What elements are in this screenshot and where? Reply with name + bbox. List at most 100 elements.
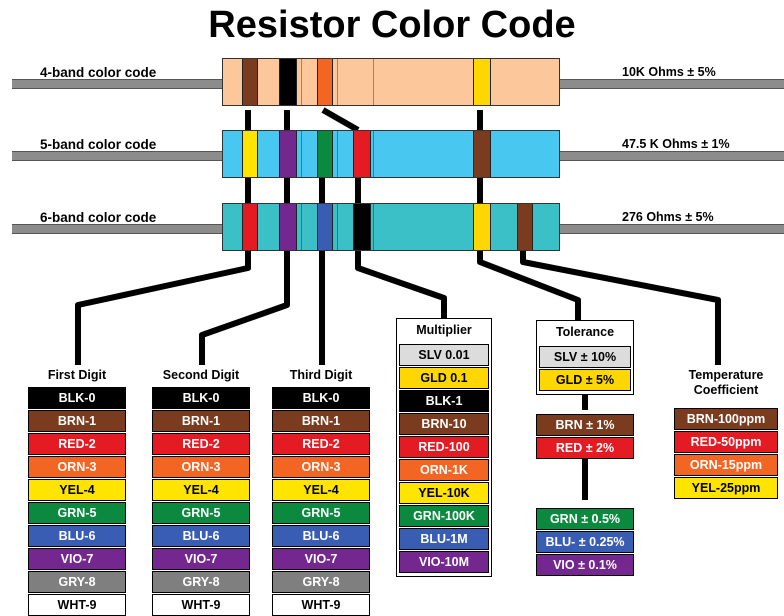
resistor-body [222,130,560,178]
resistor-lead-right [558,224,784,234]
first-digit-cell: GRN-5 [28,502,126,524]
link-mult-a [321,107,360,133]
color-band-gold [473,204,491,250]
first-digit-cell: ORN-3 [28,456,126,478]
first-digit-cell: RED-2 [28,433,126,455]
tolerance-cell: RED ± 2% [536,437,634,459]
resistor-lead-left [12,79,224,89]
resistor-value: 10K Ohms ± 5% [622,65,716,79]
resistor-lead-left [12,151,224,161]
color-band-violet [279,131,297,177]
body-segment-line [301,204,302,250]
color-band-orange [317,59,333,105]
second-digit-cell: BLU-6 [152,525,250,547]
resistor-body [222,58,560,106]
tolerance-cell: GRN ± 0.5% [536,508,634,530]
second-digit-cell: VIO-7 [152,548,250,570]
color-band-red [353,131,371,177]
third-digit-cell: BRN-1 [272,410,370,432]
color-band-blue [317,204,333,250]
resistor-lead-right [558,79,784,89]
third-digit-cell: VIO-7 [272,548,370,570]
column-heading: First Digit [47,368,107,382]
leader-first [75,251,251,365]
tempco-cell: YEL-25ppm [674,477,778,499]
third-digit-cell: BLU-6 [272,525,370,547]
first-digit-cell: BLU-6 [28,525,126,547]
multiplier-cell: BLU-1M [399,528,489,550]
second-digit-cell: ORN-3 [152,456,250,478]
first-digit-cell: GRY-8 [28,571,126,593]
body-segment-line [373,131,374,177]
second-digit-cell: GRN-5 [152,502,250,524]
multiplier-cell: RED-100 [399,436,489,458]
color-band-yellow [242,131,258,177]
color-band-brown [473,131,491,177]
body-segment-line [337,59,338,105]
multiplier-cell: GLD 0.1 [399,367,489,389]
leader-multiplier [355,251,447,318]
first-digit-cell: BRN-1 [28,410,126,432]
second-digit-cell: RED-2 [152,433,250,455]
first-digit-cell: WHT-9 [28,594,126,616]
resistor-label: 4-band color code [40,65,157,80]
column-heading: Second Digit [162,368,240,382]
resistor-label: 6-band color code [40,210,157,225]
leader-tempco [520,251,721,365]
leader-tolerance [477,251,581,322]
body-segment-line [373,59,374,105]
second-digit-cell: BLK-0 [152,387,250,409]
color-band-gold [473,59,491,105]
tolerance-cell: SLV ± 10% [539,346,631,368]
body-segment-line [373,204,374,250]
column-heading: Third Digit [289,368,353,382]
column-heading: Multiplier [416,323,472,337]
multiplier-cell: BRN-10 [399,413,489,435]
resistor-value: 276 Ohms ± 5% [622,210,714,224]
tolerance-cell: BRN ± 1% [536,414,634,436]
column-tolerance: Tolerance SLV ± 10%GLD ± 5% BRN ± 1%RED … [536,320,634,576]
resistor-label: 5-band color code [40,137,157,152]
multiplier-cell: YEL-10K [399,482,489,504]
first-digit-cell: YEL-4 [28,479,126,501]
tempco-cell: RED-50ppm [674,431,778,453]
color-band-black [279,59,297,105]
resistor-body [222,203,560,251]
column-heading: Tolerance [555,325,615,339]
third-digit-cell: GRN-5 [272,502,370,524]
column-heading-line2: Coefficient [693,383,759,397]
column-heading-line1: Temperature [688,368,764,382]
tempco-cell: BRN-100ppm [674,408,778,430]
body-segment-line [337,131,338,177]
third-digit-cell: ORN-3 [272,456,370,478]
leader-second [199,251,290,365]
page-title: Resistor Color Code [208,4,576,46]
multiplier-cell: ORN-1K [399,459,489,481]
body-segment-line [301,131,302,177]
color-band-violet [279,204,297,250]
multiplier-cell: BLK-1 [399,390,489,412]
color-band-black [353,204,371,250]
tolerance-cell: BLU- ± 0.25% [536,531,634,553]
body-segment-line [337,204,338,250]
first-digit-cell: VIO-7 [28,548,126,570]
resistor-lead-right [558,151,784,161]
tolerance-cell: VIO ± 0.1% [536,554,634,576]
multiplier-cell: GRN-100K [399,505,489,527]
third-digit-cell: YEL-4 [272,479,370,501]
color-band-red [242,204,258,250]
third-digit-cell: RED-2 [272,433,370,455]
color-band-brown [242,59,258,105]
color-band-green [317,131,333,177]
second-digit-cell: YEL-4 [152,479,250,501]
second-digit-cell: BRN-1 [152,410,250,432]
second-digit-cell: WHT-9 [152,594,250,616]
tempco-cell: ORN-15ppm [674,454,778,476]
resistor-lead-left [12,224,224,234]
color-band-brown [517,204,533,250]
